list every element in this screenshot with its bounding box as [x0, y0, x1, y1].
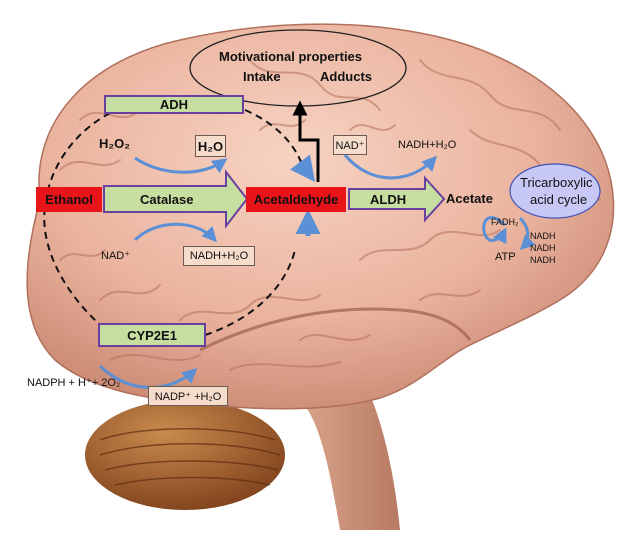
- tca-arrow-left: [482, 216, 507, 245]
- adh-enzyme-box: ADH: [104, 95, 244, 114]
- catalase-arrow: [103, 169, 249, 229]
- cyp2e1-enzyme-box: CYP2E1: [98, 323, 206, 347]
- nad-top-box: NAD⁺: [333, 135, 367, 155]
- nadh-h2o-bottom-box: NADH+H₂O: [183, 246, 255, 266]
- tca-arrow-right: [518, 216, 536, 251]
- nadp-h2o-box: NADP⁺ +H₂O: [148, 386, 228, 406]
- nadh-label-2: NADH: [530, 243, 556, 253]
- motivational-properties-label: Motivational properties: [219, 49, 363, 64]
- intake-label: Intake: [243, 69, 281, 84]
- adh-to-acetaldehyde-arrow: [290, 154, 315, 182]
- catalase-cofactor-arrow-bottom: [133, 222, 218, 243]
- acetaldehyde-to-motivational-arrow: [292, 100, 320, 182]
- tca-cycle-ellipse: [509, 163, 601, 219]
- tca-line1-label: Tricarboxylic: [520, 175, 593, 190]
- aldh-cofactor-arrow: [343, 154, 438, 180]
- catalase-cofactor-arrow-top: [134, 156, 228, 174]
- aldh-label: ALDH: [370, 192, 407, 207]
- nadh-label-3: NADH: [530, 255, 556, 265]
- atp-label: ATP: [495, 251, 516, 263]
- cerebellum: [85, 400, 285, 510]
- h2o2-label: H₂O₂: [99, 136, 131, 151]
- nad-bottom-label: NAD⁺: [101, 250, 131, 262]
- fadh2-label: FADH₂: [491, 217, 519, 227]
- ethanol-box: Ethanol: [36, 187, 102, 212]
- h2o-box: H₂O: [195, 135, 226, 157]
- nadh-h2o-top-label: NADH+H₂O: [398, 139, 457, 151]
- catalase-label: Catalase: [140, 192, 194, 207]
- adducts-label: Adducts: [320, 69, 372, 84]
- aldh-arrow: [348, 175, 446, 223]
- brainstem: [300, 395, 400, 530]
- nadh-label-1: NADH: [530, 231, 556, 241]
- acetaldehyde-box: Acetaldehyde: [246, 187, 346, 212]
- tca-line2-label: acid cycle: [530, 192, 588, 207]
- nadph-h-o2-label: NADPH + H⁺+ 2O₂: [27, 377, 121, 389]
- cyp2e1-dashed-loop-right: [204, 249, 296, 336]
- acetate-label: Acetate: [446, 191, 493, 206]
